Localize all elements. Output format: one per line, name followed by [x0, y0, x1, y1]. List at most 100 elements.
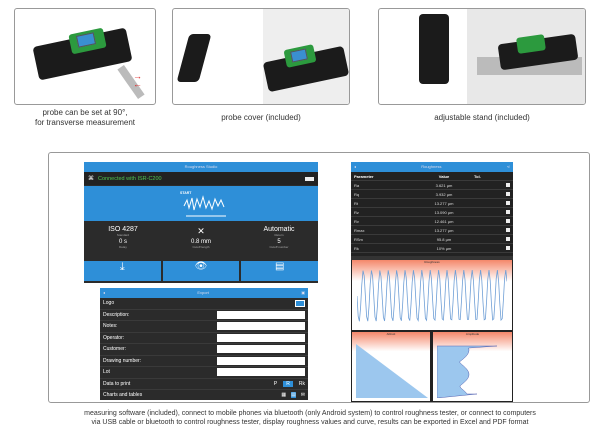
cutoff-label: Cutoff length — [192, 245, 210, 249]
download-button[interactable]: ⤓ — [84, 261, 161, 281]
export-field-row: Description: — [100, 310, 308, 321]
standard-value: ISO 4287 — [108, 226, 138, 233]
roughness-wave-icon — [183, 195, 226, 217]
parameters-title: Roughness — [421, 164, 442, 169]
parameter-value: 3.621 µm — [435, 182, 453, 188]
parameter-row: Ra 3.621 µm — [351, 181, 513, 190]
tolerance-toggle[interactable] — [506, 201, 510, 205]
export-field-input[interactable] — [217, 322, 305, 331]
tolerance-toggle[interactable] — [506, 183, 510, 187]
parameter-name: Rt — [354, 200, 358, 206]
parameter-name: Rmax — [354, 227, 365, 233]
cutoff-number-value: 5 — [277, 239, 281, 245]
export-field-row: Lot — [100, 367, 308, 379]
photo-probe-cover — [172, 8, 350, 105]
parameter-name: Rq — [354, 191, 360, 197]
photo-probe-90: → ← — [14, 8, 156, 105]
parameters-header: Parameter Value Tol. — [351, 172, 513, 181]
parameter-name: Ra — [354, 182, 360, 188]
data-to-print-row: Data to print P R Rk — [100, 379, 308, 390]
parameter-value: 13.277 µm — [434, 200, 454, 206]
main-app-window: Roughness Studio ⌘ Connected with ISR-C2… — [84, 162, 318, 283]
export-field-label: Drawing number: — [103, 357, 142, 364]
parameter-row: Rq 3.932 µm — [351, 190, 513, 199]
logo-picker-button[interactable] — [295, 299, 305, 307]
pdf-icon[interactable]: ▣ — [301, 290, 305, 295]
option-r[interactable]: R — [283, 380, 293, 387]
standard-setting[interactable]: ISO 4287 Standard 0 s Delay — [84, 222, 162, 261]
tolerance-toggle[interactable] — [506, 192, 510, 196]
chart-icon[interactable]: ▦ — [281, 392, 287, 399]
charts-tables-row: Charts and tables ▦ ▤ ✉ — [100, 390, 308, 400]
export-field-input[interactable] — [217, 333, 305, 342]
option-p[interactable]: P — [273, 380, 278, 387]
export-field-input[interactable] — [217, 310, 305, 319]
tolerance-toggle[interactable] — [506, 210, 510, 214]
photo-adjustable-stand — [378, 8, 586, 105]
start-button[interactable]: START — [84, 186, 318, 221]
mail-icon[interactable]: ✉ — [300, 392, 305, 399]
export-field-input[interactable] — [217, 356, 305, 365]
table-icon[interactable]: ▤ — [291, 392, 296, 399]
option-rk[interactable]: Rk — [298, 380, 305, 387]
export-field-row: Operator: — [100, 333, 308, 344]
export-field-label: Notes: — [103, 323, 118, 330]
tolerance-toggle[interactable] — [506, 228, 510, 232]
data-to-print-label: Data to print — [103, 380, 131, 387]
parameter-value: 13.090 µm — [434, 209, 454, 215]
parameters-window: ◂ Roughness ⋖ Parameter Value Tol. Ra 3.6… — [351, 162, 513, 402]
main-app-title: Roughness Studio — [84, 162, 318, 172]
cutoff-number-label: Cutoff number — [269, 245, 289, 249]
caption-probe-cover: probe cover (included) — [221, 113, 301, 122]
cutoff-setting[interactable]: ✕ 0.8 mm Cutoff length — [162, 222, 240, 261]
parameter-value: 95.8 µm — [436, 236, 452, 242]
parameter-row: RSm 95.8 µm — [351, 235, 513, 244]
export-field-label: Customer: — [103, 346, 127, 353]
header-tolerance: Tol. — [474, 173, 481, 179]
cross-icon: ✕ — [197, 226, 205, 236]
tolerance-toggle[interactable] — [506, 237, 510, 241]
export-field-input[interactable] — [217, 368, 305, 377]
share-icon[interactable]: ⋖ — [506, 164, 510, 169]
export-field-label: Description: — [103, 311, 130, 318]
view-button[interactable]: 👁 — [162, 261, 240, 281]
battery-icon — [305, 176, 314, 181]
tolerance-toggle[interactable] — [506, 246, 510, 250]
return-label: Return — [274, 233, 284, 237]
files-button[interactable]: ▤ — [241, 261, 318, 281]
export-field-label: Logo — [103, 300, 115, 307]
parameter-name: Rv — [354, 218, 359, 224]
abbott-curve — [356, 344, 428, 398]
profile-curve — [357, 269, 507, 322]
delay-value: 0 s — [118, 239, 127, 245]
parameter-row: Rt 13.277 µm — [351, 199, 513, 208]
parameter-value: 10% µm — [436, 245, 452, 251]
tolerance-toggle[interactable] — [506, 219, 510, 223]
parameter-value: 3.932 µm — [435, 191, 453, 197]
back-icon[interactable]: ◂ — [354, 164, 357, 169]
header-parameter: Parameter — [354, 173, 374, 179]
roughness-chart-title: Roughness — [424, 260, 440, 264]
return-value: Automatic — [263, 226, 295, 233]
bluetooth-icon: ⌘ — [88, 176, 94, 182]
parameter-name: Rz — [354, 209, 359, 215]
caption-software: measuring software (included), connect t… — [84, 410, 536, 426]
back-icon[interactable]: ◂ — [103, 290, 106, 295]
parameter-row: Rk 10% µm — [351, 244, 513, 253]
return-setting[interactable]: Automatic Return 5 Cutoff number — [240, 222, 318, 261]
parameter-name: RSm — [354, 236, 363, 242]
caption-probe-90: probe can be set at 90°,for transverse m… — [34, 108, 136, 127]
export-field-row: Logo — [100, 298, 308, 310]
start-label: START — [180, 191, 192, 195]
export-field-row: Drawing number: — [100, 356, 308, 367]
parameter-name: Rk — [354, 245, 359, 251]
export-field-row: Customer: — [100, 344, 308, 356]
abbott-curve-chart: Abbott — [352, 332, 430, 401]
export-field-label: Lot — [103, 369, 110, 376]
export-field-input[interactable] — [217, 345, 305, 354]
connection-status: Connected with ISR-C200 — [98, 175, 162, 182]
cutoff-value: 0.8 mm — [190, 239, 211, 245]
